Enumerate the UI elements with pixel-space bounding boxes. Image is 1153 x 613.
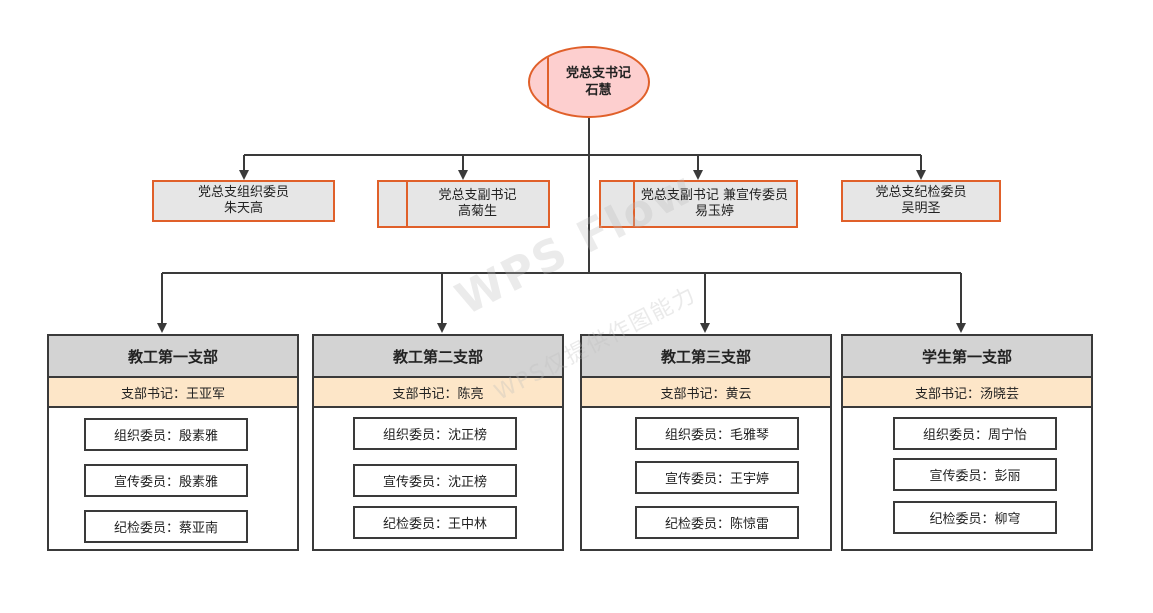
branch-secretary: 支部书记：陈亮 — [314, 378, 562, 408]
branch-secretary: 支部书记：王亚军 — [49, 378, 297, 408]
member-propaganda[interactable]: 宣传委员：王宇婷 — [635, 461, 799, 494]
member-discipline[interactable]: 纪检委员：王中林 — [353, 506, 517, 539]
branch-box-teacher-2[interactable]: 教工第二支部 支部书记：陈亮 组织委员：沈正榜 宣传委员：沈正榜 纪检委员：王中… — [312, 334, 564, 551]
member-propaganda[interactable]: 宣传委员：沈正榜 — [353, 464, 517, 497]
branch-header: 教工第一支部 — [49, 336, 297, 378]
branch-box-student-1[interactable]: 学生第一支部 支部书记：汤晓芸 组织委员：周宁怡 宣传委员：彭丽 纪检委员：柳穹 — [841, 334, 1093, 551]
level2-name: 朱天高 — [223, 201, 263, 216]
member-discipline[interactable]: 纪检委员：柳穹 — [893, 501, 1057, 534]
root-title: 党总支书记 — [565, 66, 631, 81]
level2-title: 党总支纪检委员 — [875, 185, 967, 200]
branch-secretary: 支部书记：黄云 — [582, 378, 830, 408]
level2-node-deputy-secretary[interactable]: 党总支副书记 高菊生 — [377, 180, 550, 228]
member-propaganda[interactable]: 宣传委员：殷素雅 — [84, 464, 248, 497]
member-organization[interactable]: 组织委员：毛雅琴 — [635, 417, 799, 450]
member-discipline[interactable]: 纪检委员：蔡亚南 — [84, 510, 248, 543]
branch-secretary: 支部书记：汤晓芸 — [843, 378, 1091, 408]
member-discipline[interactable]: 纪检委员：陈惊雷 — [635, 506, 799, 539]
member-organization[interactable]: 组织委员：周宁怡 — [893, 417, 1057, 450]
level2-title: 党总支组织委员 — [197, 185, 289, 200]
root-node[interactable]: 党总支书记 石慧 — [528, 46, 650, 118]
branch-header: 学生第一支部 — [843, 336, 1091, 378]
branch-header: 教工第二支部 — [314, 336, 562, 378]
level2-node-divider — [406, 182, 408, 226]
level2-name: 易玉婷 — [694, 204, 734, 219]
level2-name: 吴明圣 — [901, 201, 941, 216]
level2-node-deputy-propaganda[interactable]: 党总支副书记 兼宣传委员 易玉婷 — [599, 180, 798, 228]
level2-node-organization[interactable]: 党总支组织委员 朱天高 — [152, 180, 335, 222]
branch-box-teacher-3[interactable]: 教工第三支部 支部书记：黄云 组织委员：毛雅琴 宣传委员：王宇婷 纪检委员：陈惊… — [580, 334, 832, 551]
branch-header: 教工第三支部 — [582, 336, 830, 378]
root-node-divider — [547, 48, 549, 116]
level2-name: 高菊生 — [457, 204, 497, 219]
level2-title: 党总支副书记 — [438, 188, 517, 203]
branch-box-teacher-1[interactable]: 教工第一支部 支部书记：王亚军 组织委员：殷素雅 宣传委员：殷素雅 纪检委员：蔡… — [47, 334, 299, 551]
level2-title: 党总支副书记 兼宣传委员 — [640, 188, 789, 203]
member-propaganda[interactable]: 宣传委员：彭丽 — [893, 458, 1057, 491]
member-organization[interactable]: 组织委员：殷素雅 — [84, 418, 248, 451]
level2-node-divider — [633, 182, 635, 226]
level2-node-discipline[interactable]: 党总支纪检委员 吴明圣 — [841, 180, 1001, 222]
member-organization[interactable]: 组织委员：沈正榜 — [353, 417, 517, 450]
root-name: 石慧 — [585, 83, 612, 98]
